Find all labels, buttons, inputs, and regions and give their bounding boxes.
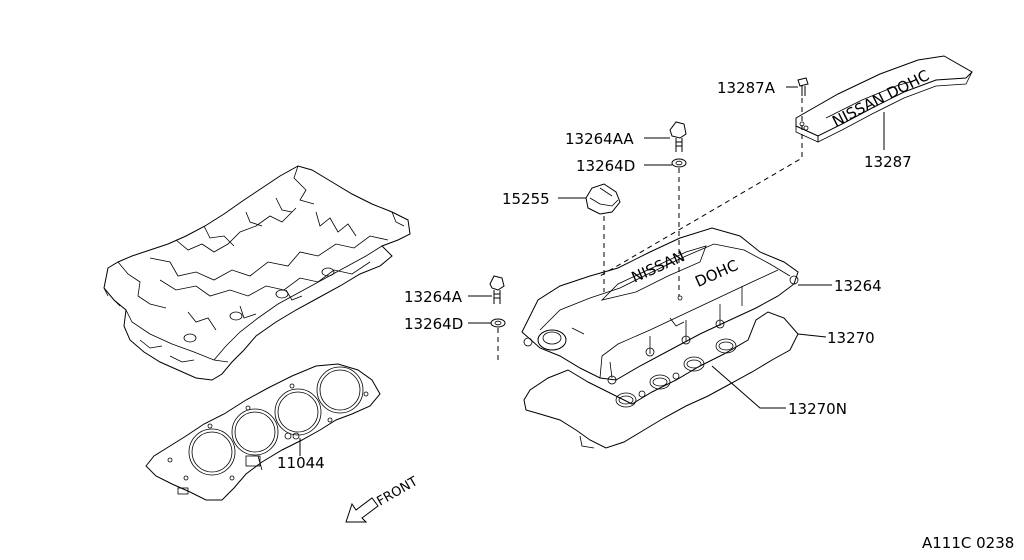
- front-label: FRONT: [375, 474, 421, 509]
- washer-13264D-top: [671, 158, 687, 168]
- front-direction-arrow: FRONT: [345, 474, 421, 523]
- label-13264: 13264: [834, 277, 882, 295]
- washer-13264D-bottom: [490, 318, 506, 328]
- label-13270: 13270: [827, 329, 875, 347]
- valve-cover-gasket: [523, 311, 799, 449]
- head-gasket: [145, 363, 381, 501]
- label-13270N: 13270N: [788, 400, 847, 418]
- diagram-code: A111C 0238: [922, 534, 1014, 552]
- valve-cover: NISSAN DOHC: [521, 227, 799, 385]
- label-13287: 13287: [864, 153, 912, 171]
- bolt-13264AA: [669, 121, 687, 152]
- label-13264AA: 13264AA: [565, 130, 634, 148]
- label-11044: 11044: [277, 454, 325, 472]
- leader-lines: [299, 86, 885, 456]
- bolt-13264A: [489, 275, 505, 304]
- label-13287A: 13287A: [717, 79, 776, 97]
- oil-filler-cap: [585, 183, 621, 215]
- bolt-13287A: [797, 77, 809, 96]
- label-13264D-top: 13264D: [576, 157, 635, 175]
- label-13264A: 13264A: [404, 288, 463, 306]
- label-15255: 15255: [502, 190, 550, 208]
- label-13264D-bottom: 13264D: [404, 315, 463, 333]
- cylinder-head: [103, 165, 411, 381]
- assembly-lines: [497, 98, 803, 364]
